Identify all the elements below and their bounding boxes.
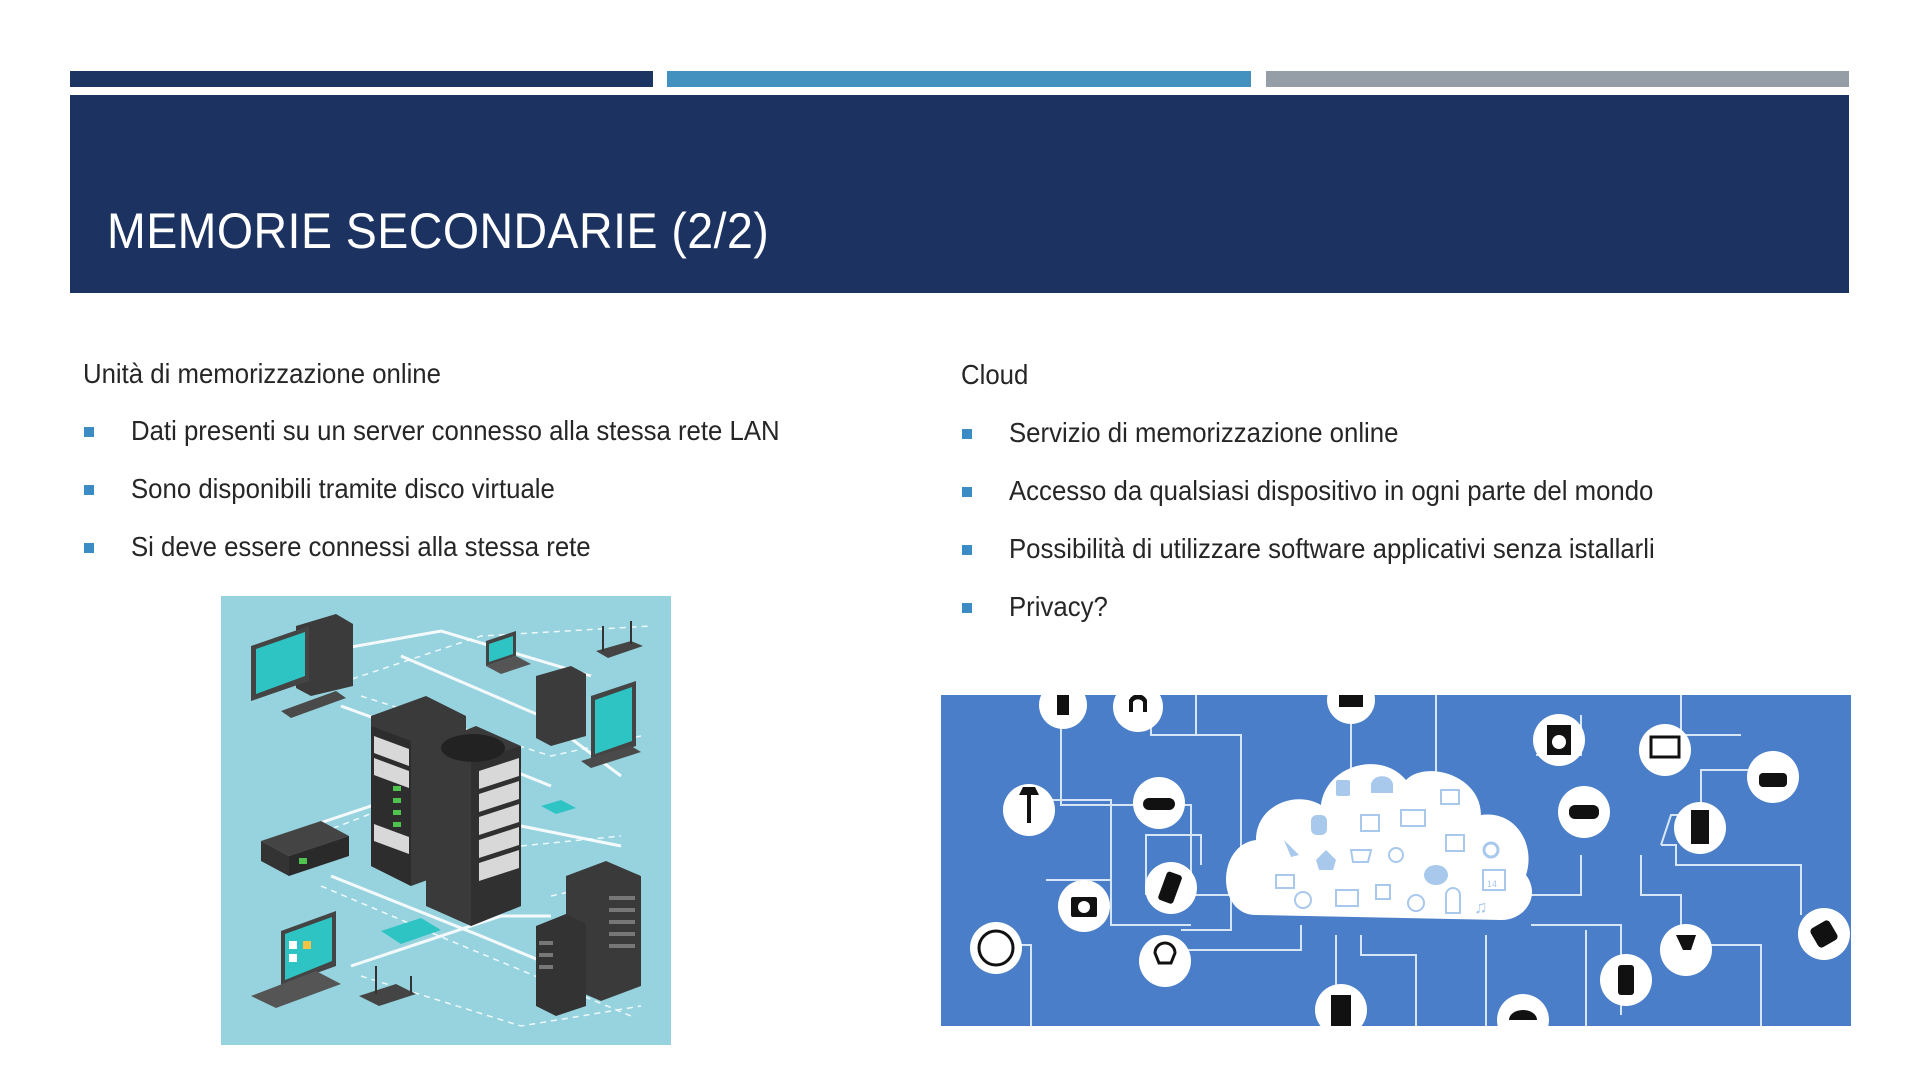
mobile-phone-icon xyxy=(1158,871,1182,904)
bullet-square-icon xyxy=(84,427,94,437)
right-bullet-item: Possibilità di utilizzare software appli… xyxy=(962,533,1842,565)
laptop-icon xyxy=(486,631,531,674)
desktop-computer-icon xyxy=(536,666,641,768)
right-bullet-item: Accesso da qualsiasi dispositivo in ogni… xyxy=(962,475,1842,507)
bullet-text: Sono disponibili tramite disco virtuale xyxy=(131,473,555,504)
light-bulb-icon xyxy=(1153,941,1177,965)
accent-bar-blue xyxy=(667,71,1251,87)
left-bullet-item: Dati presenti su un server connesso alla… xyxy=(84,415,884,447)
iot-device-icons xyxy=(970,695,1850,1026)
left-bullet-item: Sono disponibili tramite disco virtuale xyxy=(84,473,884,505)
desktop-computer-icon xyxy=(251,614,353,718)
calendar-day-label: 14 xyxy=(1487,879,1497,889)
bullet-text: Servizio di memorizzazione online xyxy=(1009,417,1399,448)
bullet-text: Dati presenti su un server connesso alla… xyxy=(131,415,780,446)
tablet-icon xyxy=(541,800,576,814)
speaker-icon xyxy=(1331,995,1351,1026)
boombox-icon xyxy=(1569,805,1599,819)
network-servers-illustration xyxy=(221,596,671,1045)
headphones-icon xyxy=(1129,695,1147,712)
cloud-service-icons: ♫ xyxy=(1275,776,1506,917)
cloud-iot-illustration: ♫ 14 xyxy=(941,695,1851,1026)
fridge-icon xyxy=(1691,810,1709,844)
bbq-grill-icon xyxy=(1509,1010,1537,1020)
accent-bar-dark xyxy=(70,71,653,87)
left-bullet-item: Si deve essere connessi alla stessa rete xyxy=(84,531,884,563)
printer-icon xyxy=(1339,695,1363,707)
server-rack-icon xyxy=(536,861,641,1016)
clock-icon xyxy=(977,929,1015,967)
rocket-icon xyxy=(1810,920,1838,948)
floor-lamp-icon xyxy=(1027,795,1031,823)
bullet-square-icon xyxy=(84,485,94,495)
bullet-square-icon xyxy=(962,487,972,497)
wristwatch-icon xyxy=(1618,965,1634,995)
bullet-text: Accesso da qualsiasi dispositivo in ogni… xyxy=(1009,475,1654,506)
car-icon xyxy=(1759,773,1787,787)
right-bullet-item: Servizio di memorizzazione online xyxy=(962,417,1842,449)
bullet-square-icon xyxy=(84,543,94,553)
server-rack-icon xyxy=(371,696,521,926)
bullet-text: Si deve essere connessi alla stessa rete xyxy=(131,531,591,562)
right-bullet-item: Privacy? xyxy=(962,591,1842,623)
router-icon xyxy=(596,621,643,658)
bullet-square-icon xyxy=(962,429,972,439)
bullet-text: Possibilità di utilizzare software appli… xyxy=(1009,533,1655,564)
left-column-heading: Unità di memorizzazione online xyxy=(83,358,441,389)
desk-lamp-icon xyxy=(1676,935,1696,950)
bullet-square-icon xyxy=(962,603,972,613)
bullet-square-icon xyxy=(962,545,972,555)
accent-bar-gray xyxy=(1266,71,1849,87)
router-icon xyxy=(359,966,416,1006)
laptop-icon xyxy=(251,911,341,1008)
network-switch-icon xyxy=(261,821,349,876)
bullet-text: Privacy? xyxy=(1009,591,1108,622)
svg-text:♫: ♫ xyxy=(1474,897,1488,917)
tablet-icon xyxy=(381,918,441,944)
gamepad-icon xyxy=(1143,798,1175,810)
slide-title: MEMORIE SECONDARIE (2/2) xyxy=(107,203,770,259)
monitor-icon xyxy=(1649,735,1681,759)
right-column-heading: Cloud xyxy=(961,359,1029,390)
title-banner: MEMORIE SECONDARIE (2/2) xyxy=(70,95,1849,293)
blender-icon xyxy=(1057,695,1069,715)
